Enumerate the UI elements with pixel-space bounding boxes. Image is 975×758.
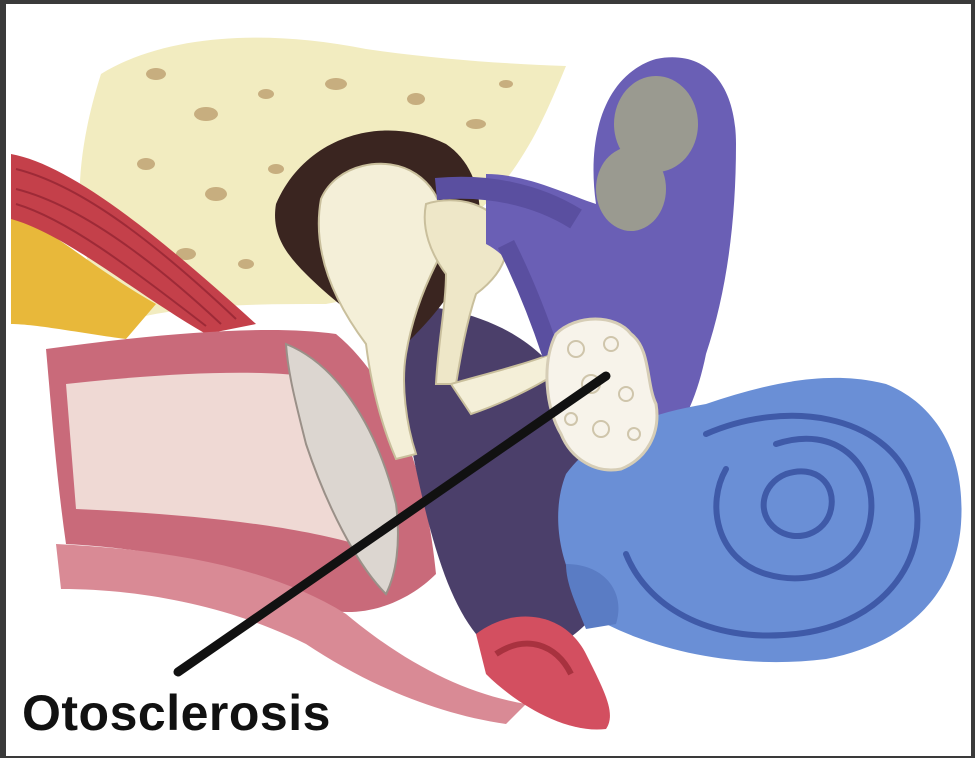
ear-anatomy-illustration <box>6 4 971 756</box>
semicircular-canal-hole-lower <box>596 147 666 231</box>
diagram-frame: Otosclerosis <box>6 4 971 756</box>
diagram-label: Otosclerosis <box>22 684 331 742</box>
